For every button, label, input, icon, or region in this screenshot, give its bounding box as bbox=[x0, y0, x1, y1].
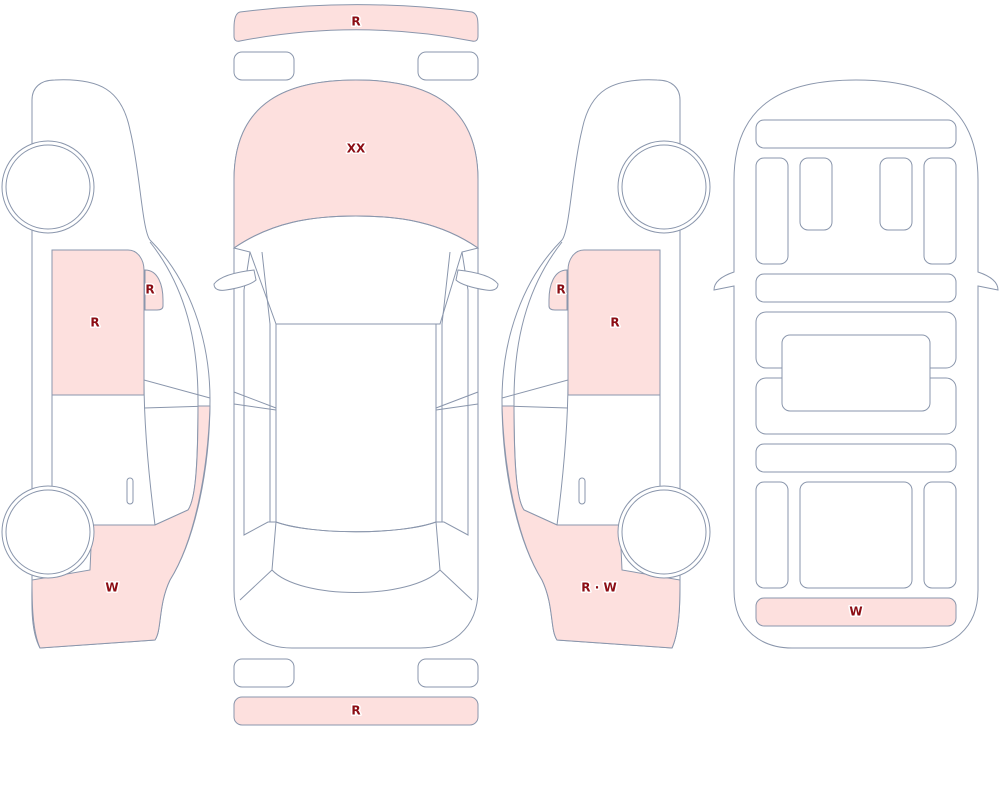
right-door-handle bbox=[578, 477, 586, 505]
side-lines-right bbox=[435, 251, 479, 536]
underbody-front-panel[interactable] bbox=[755, 597, 957, 627]
right-front-fender-label: R · W bbox=[581, 581, 616, 595]
side-lines-left bbox=[233, 251, 277, 536]
underbody-tank-right bbox=[879, 157, 913, 231]
underbody-view: W bbox=[713, 79, 999, 649]
front-right-light bbox=[417, 658, 479, 688]
rear-pillar-lines bbox=[239, 569, 473, 601]
front-bumper-label: R bbox=[351, 704, 360, 718]
underbody-front-left-rail bbox=[755, 481, 789, 589]
left-front-door-label: R bbox=[90, 316, 99, 330]
rear-left-light bbox=[233, 51, 295, 81]
left-front-door-panel[interactable] bbox=[51, 249, 145, 396]
left-front-wheel bbox=[5, 489, 91, 575]
right-front-fender[interactable] bbox=[501, 405, 681, 649]
underbody-front-panel-label: W bbox=[849, 605, 862, 619]
right-rear-wheel bbox=[621, 144, 707, 230]
hood-label: XX bbox=[347, 142, 366, 156]
right-mirror-label: R bbox=[556, 283, 565, 297]
underbody-center-tunnel bbox=[781, 334, 931, 412]
top-view: R XX R bbox=[213, 4, 499, 726]
underbody-engine-bay bbox=[799, 481, 913, 589]
underbody-front-crossmember bbox=[755, 443, 957, 473]
top-right-mirror bbox=[455, 269, 499, 291]
front-bumper[interactable] bbox=[233, 696, 479, 726]
right-side-view: R R R · W bbox=[501, 79, 711, 649]
underbody-tank-left bbox=[799, 157, 833, 231]
right-mirror[interactable] bbox=[548, 269, 568, 311]
left-mirror-label: R bbox=[145, 283, 154, 297]
right-front-door-panel[interactable] bbox=[567, 249, 661, 396]
rear-bumper[interactable] bbox=[233, 4, 479, 42]
underbody-rear-panel bbox=[755, 119, 957, 149]
rear-bumper-label: R bbox=[351, 15, 360, 29]
left-front-fender[interactable] bbox=[31, 405, 211, 649]
right-front-door-label: R bbox=[610, 316, 619, 330]
left-side-view: R R W bbox=[1, 79, 211, 649]
right-front-wheel bbox=[621, 489, 707, 575]
left-mirror[interactable] bbox=[144, 269, 164, 311]
left-front-fender-label: W bbox=[105, 581, 118, 595]
windshield bbox=[232, 215, 480, 325]
rear-right-light bbox=[417, 51, 479, 81]
top-left-mirror bbox=[213, 269, 257, 291]
left-door-handle bbox=[126, 477, 134, 505]
underbody-rear-crossmember bbox=[755, 273, 957, 303]
underbody-rear-left-rail bbox=[755, 157, 789, 265]
rear-window bbox=[271, 521, 441, 593]
underbody-front-right-rail bbox=[923, 481, 957, 589]
front-left-light bbox=[233, 658, 295, 688]
underbody-rear-right-rail bbox=[923, 157, 957, 265]
left-rear-wheel bbox=[5, 144, 91, 230]
